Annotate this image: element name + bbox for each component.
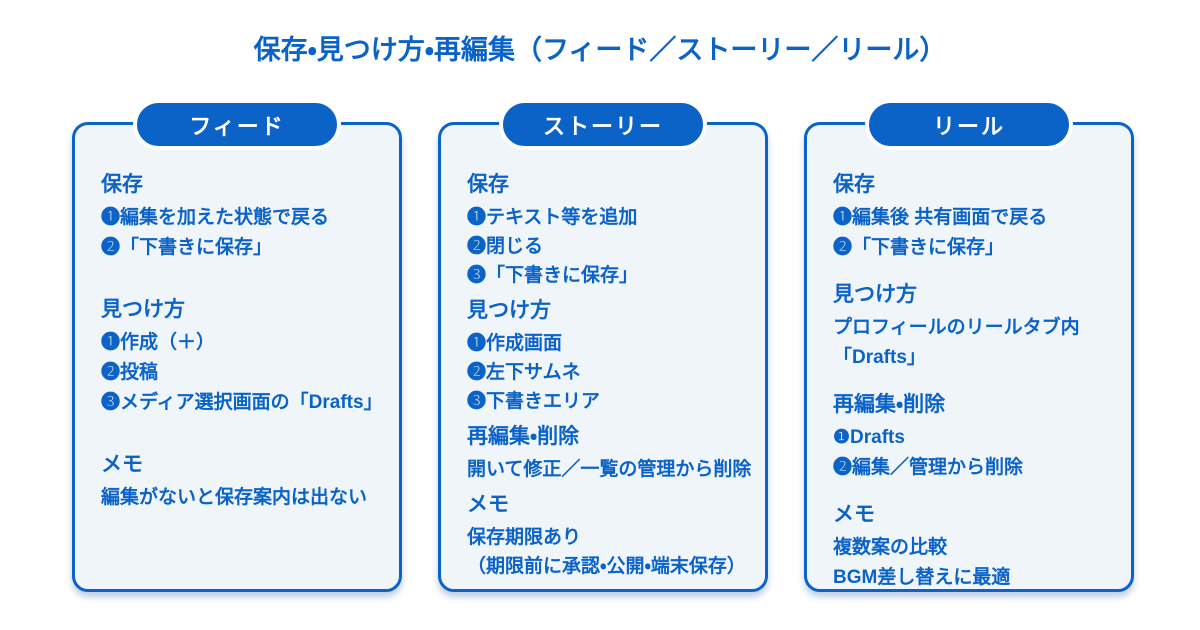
section-line: 「Drafts」 — [833, 347, 926, 368]
section-heading: メモ — [833, 503, 875, 526]
section-find: 見つけ方 プロフィールのリールタブ内 「Drafts」 — [833, 281, 1125, 373]
section-line: ❶作成画面 — [467, 333, 563, 354]
section-line: ❸下書きエリア — [467, 391, 601, 412]
section-memo: メモ 編集がないと保存案内は出ない — [101, 451, 393, 513]
tab-story: ストーリー — [499, 99, 707, 150]
section-find: 見つけ方 ❶作成画面 ❷左下サムネ ❸下書きエリア — [467, 297, 759, 416]
section-line: ❸メディア選択画面の「Drafts」 — [101, 392, 383, 413]
section-line: ❷投稿 — [101, 362, 159, 383]
section-find: 見つけ方 ❶作成（＋） ❷投稿 ❸メディア選択画面の「Drafts」 — [101, 296, 393, 418]
section-line: ❶テキスト等を追加 — [467, 207, 638, 228]
section-line: ❶編集後 共有画面で戻る — [833, 207, 1048, 228]
tab-feed: フィード — [133, 99, 341, 150]
section-heading: 再編集・削除 — [467, 425, 580, 448]
section-line: ❶Drafts — [833, 427, 905, 448]
section-memo: メモ 保存期限あり （期限前に承認・公開・端末保存） — [467, 491, 759, 581]
section-heading: メモ — [101, 453, 143, 476]
section-heading: 保存 — [833, 173, 875, 196]
section-line: BGM差し替えに最適 — [833, 567, 1011, 588]
section-memo: メモ 複数案の比較 BGM差し替えに最適 — [833, 501, 1125, 593]
card-reel: リール 保存 ❶編集後 共有画面で戻る ❷「下書きに保存」 見つけ方 プロフィー… — [804, 99, 1134, 593]
section-line: プロフィールのリールタブ内 — [833, 317, 1080, 338]
section-line: ❷「下書きに保存」 — [101, 237, 273, 258]
section-line: （期限前に承認・公開・端末保存） — [467, 556, 746, 577]
tab-reel: リール — [865, 99, 1073, 150]
section-line: ❸「下書きに保存」 — [467, 265, 639, 286]
section-heading: 見つけ方 — [467, 299, 551, 322]
cards-row: フィード 保存 ❶編集を加えた状態で戻る ❷「下書きに保存」 見つけ方 ❶作成（… — [72, 99, 1134, 593]
section-line: 保存期限あり — [467, 527, 582, 548]
section-line: ❷編集／管理から削除 — [833, 457, 1024, 478]
card-story: ストーリー 保存 ❶テキスト等を追加 ❷閉じる ❸「下書きに保存」 見つけ方 ❶… — [438, 99, 768, 592]
page-title: 保存・見つけ方・再編集（フィード／ストーリー／リール） — [253, 35, 947, 65]
section-line: 開いて修正／一覧の管理から削除 — [467, 459, 752, 480]
section-line: ❷「下書きに保存」 — [833, 237, 1005, 258]
section-line: 複数案の比較 — [833, 537, 948, 558]
section-reedit: 再編集・削除 ❶Drafts ❷編集／管理から削除 — [833, 391, 1125, 483]
section-line: ❶編集を加えた状態で戻る — [101, 207, 330, 228]
section-heading: メモ — [467, 493, 509, 516]
section-save: 保存 ❶編集を加えた状態で戻る ❷「下書きに保存」 — [101, 171, 393, 263]
section-heading: 保存 — [467, 173, 509, 196]
section-heading: 再編集・削除 — [833, 393, 946, 416]
section-heading: 見つけ方 — [101, 298, 185, 321]
section-reedit: 再編集・削除 開いて修正／一覧の管理から削除 — [467, 423, 759, 484]
section-save: 保存 ❶テキスト等を追加 ❷閉じる ❸「下書きに保存」 — [467, 171, 759, 290]
section-line: ❷左下サムネ — [467, 362, 581, 383]
card-feed: フィード 保存 ❶編集を加えた状態で戻る ❷「下書きに保存」 見つけ方 ❶作成（… — [72, 99, 402, 592]
section-line: ❷閉じる — [467, 236, 544, 257]
section-save: 保存 ❶編集後 共有画面で戻る ❷「下書きに保存」 — [833, 171, 1125, 263]
section-line: ❶作成（＋） — [101, 332, 216, 353]
section-line: 編集がないと保存案内は出ない — [101, 487, 368, 508]
section-heading: 保存 — [101, 173, 143, 196]
section-heading: 見つけ方 — [833, 283, 917, 306]
